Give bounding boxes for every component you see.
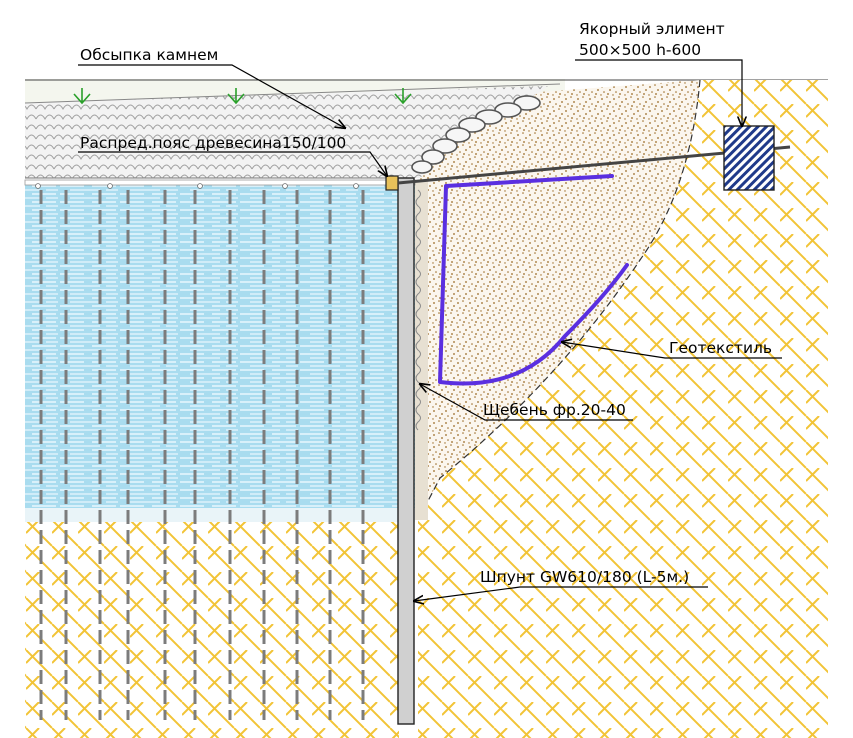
sheet-pile-wall (397, 177, 415, 725)
waling-timber (385, 175, 399, 191)
natural-soil-right (418, 80, 828, 738)
label-waling: Распред.пояс древесина150/100 (80, 134, 346, 152)
anchor-block (723, 125, 775, 191)
label-sheet-pile: Шпунт GW610/180 (L-5м.) (480, 568, 689, 586)
label-gravel: Щебень фр.20-40 (483, 401, 626, 419)
grass-markers (73, 88, 412, 105)
label-anchor-line1: Якорный элимент (579, 20, 725, 38)
leader-lines (78, 59, 782, 601)
stone-fill (25, 86, 548, 178)
soil-below-water (25, 522, 399, 738)
label-anchor-line2: 500×500 h-600 (579, 41, 701, 59)
sand-backfill (418, 80, 700, 520)
label-geotextile: Геотекстиль (669, 339, 772, 357)
excavation-boundary (417, 79, 701, 521)
water-body (24, 179, 416, 522)
pile-lines (39, 190, 365, 720)
geotextile-line (438, 174, 629, 386)
label-stone-fill: Обсыпка камнем (80, 46, 218, 64)
gravel-layer (414, 180, 428, 520)
boulders (411, 95, 541, 174)
